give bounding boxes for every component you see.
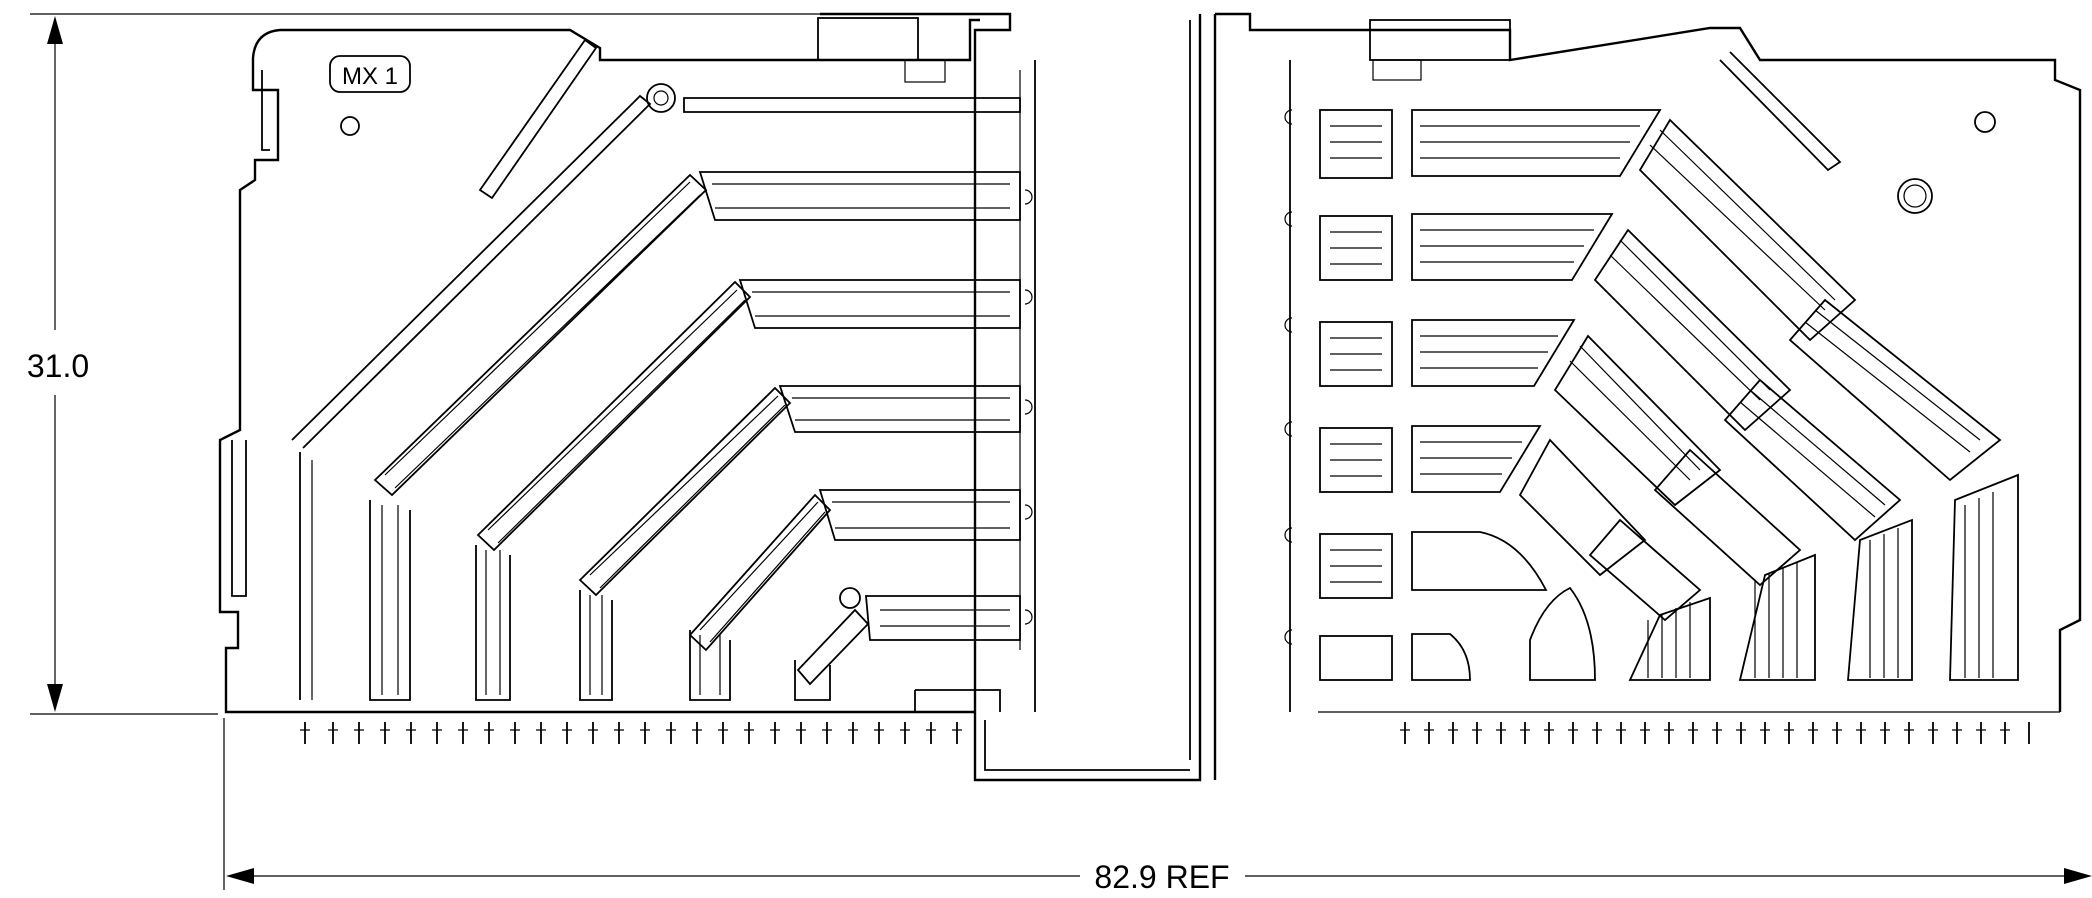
locating-hole	[340, 116, 360, 136]
left-pin-row	[230, 711, 975, 744]
width-dimension-label: 82.9 REF	[1094, 859, 1229, 895]
part-marking-box	[329, 55, 411, 93]
part-marking-label: MX 1	[342, 63, 398, 90]
right-vertical-slots	[1529, 473, 2019, 681]
center-frame	[973, 14, 1217, 782]
arrowhead-top	[47, 16, 63, 44]
left-vertical-slots	[369, 500, 831, 701]
height-dimension: 31.0	[27, 13, 970, 715]
right-pin-row	[1318, 711, 2060, 744]
right-horizontal-slots	[1319, 109, 1662, 681]
arrowhead-bottom	[47, 684, 63, 712]
right-housing	[1215, 12, 2082, 744]
height-dimension-label: 31.0	[27, 348, 89, 384]
arrowhead-left	[226, 868, 254, 884]
left-housing: MX 1	[218, 12, 1036, 714]
right-diagonal-slots	[1518, 118, 2002, 622]
left-diagonal-slots	[373, 173, 870, 686]
left-slot-rows	[683, 97, 1021, 641]
arrowhead-right	[2064, 868, 2092, 884]
width-dimension: 82.9 REF	[223, 718, 2092, 895]
locating-hole-right	[1974, 111, 1996, 133]
